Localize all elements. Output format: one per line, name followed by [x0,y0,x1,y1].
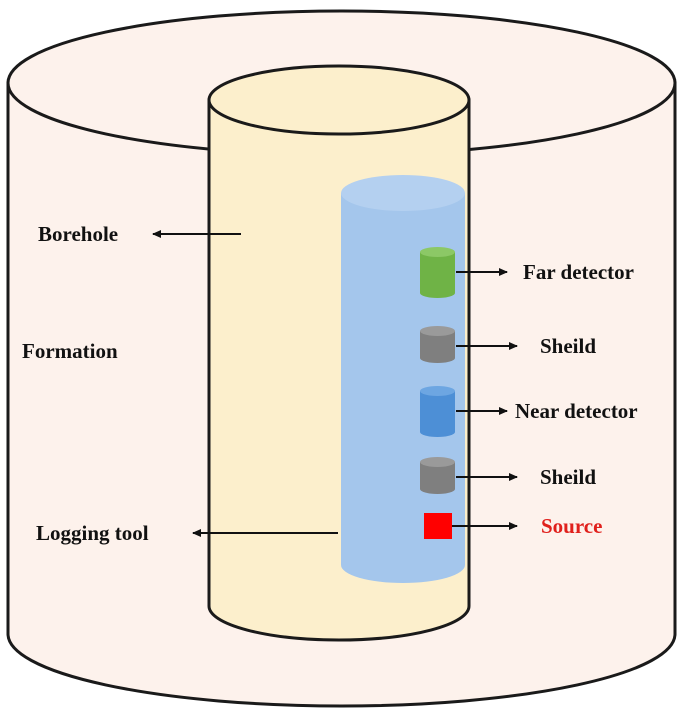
source-label: Source [541,514,602,538]
shield-upper [420,326,455,363]
near-detector [420,386,455,437]
logging-tool-label: Logging tool [36,521,149,545]
shield-lower-label: Sheild [540,465,596,489]
borehole-label: Borehole [38,222,118,246]
source-block [424,513,452,539]
arrows [152,230,518,537]
shield-lower [420,457,455,494]
formation-label: Formation [22,339,118,363]
near-detector-label: Near detector [515,399,638,423]
shield-upper-label: Sheild [540,334,596,358]
far-detector [420,247,455,298]
far-detector-label: Far detector [523,260,634,284]
borehole-top [207,64,471,136]
